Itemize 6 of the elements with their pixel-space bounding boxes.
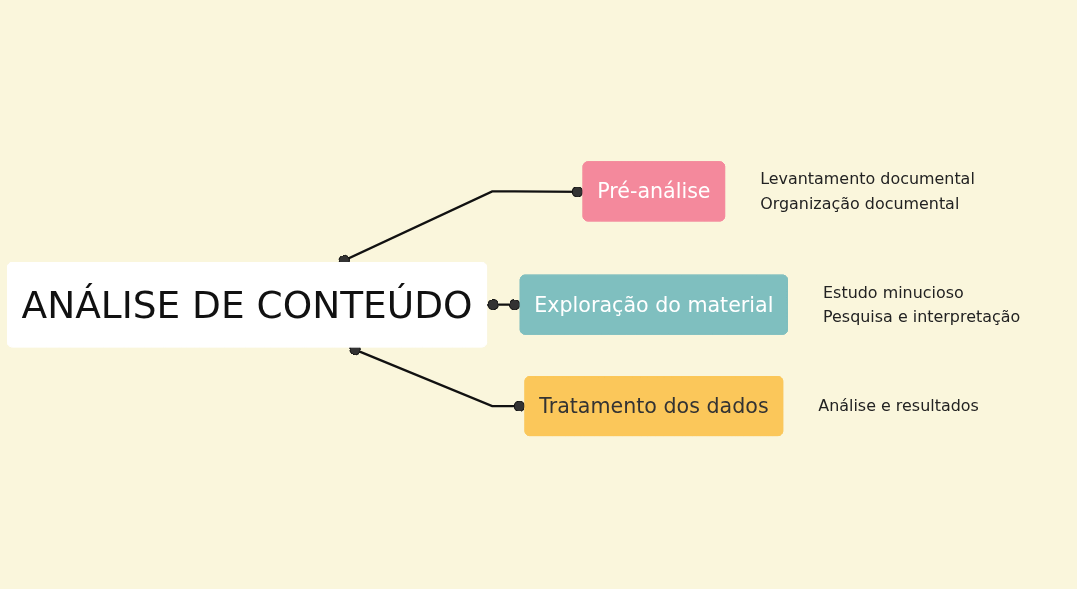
connector [486, 298, 521, 311]
node-label: Análise e resultados [818, 396, 979, 415]
node-label: Organização documental [760, 193, 960, 212]
node-label: Pesquisa e interpretação [823, 306, 1021, 326]
node-label: Levantamento documental [760, 169, 975, 189]
node-label: Estudo minucioso [823, 282, 964, 302]
